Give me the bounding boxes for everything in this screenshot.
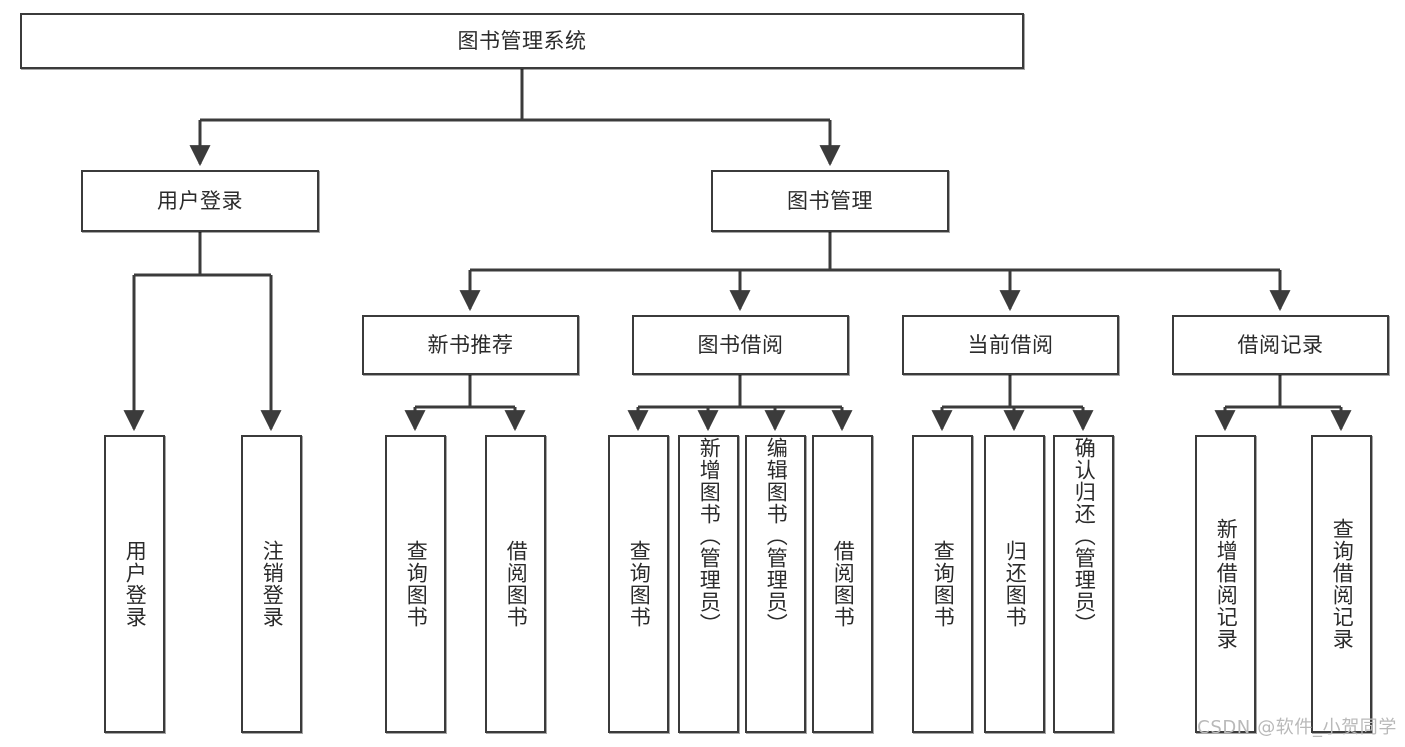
node-leaf-add-book[interactable]: 新增图书（管理员） — [678, 435, 739, 733]
node-leaf-query-record-label: 查询借阅记录 — [1330, 518, 1355, 650]
node-new-book-recommend-label: 新书推荐 — [427, 332, 514, 357]
node-leaf-return-book[interactable]: 归还图书 — [984, 435, 1045, 733]
node-leaf-query-book-3[interactable]: 查询图书 — [912, 435, 973, 733]
node-current-borrow[interactable]: 当前借阅 — [902, 315, 1119, 375]
node-borrow-records[interactable]: 借阅记录 — [1172, 315, 1389, 375]
node-leaf-confirm-return[interactable]: 确认归还（管理员） — [1053, 435, 1114, 733]
node-leaf-query-book-3-label: 查询图书 — [931, 540, 956, 628]
node-book-borrow[interactable]: 图书借阅 — [632, 315, 849, 375]
node-leaf-edit-book[interactable]: 编辑图书（管理员） — [745, 435, 806, 733]
node-current-borrow-label: 当前借阅 — [967, 332, 1054, 357]
node-leaf-add-record-label: 新增借阅记录 — [1214, 518, 1239, 650]
node-book-management[interactable]: 图书管理 — [711, 170, 949, 232]
node-user-login[interactable]: 用户登录 — [81, 170, 319, 232]
node-leaf-add-record[interactable]: 新增借阅记录 — [1195, 435, 1256, 733]
node-leaf-query-record[interactable]: 查询借阅记录 — [1311, 435, 1372, 733]
node-leaf-logout-label: 注销登录 — [260, 540, 285, 628]
node-leaf-borrow-book-2-label: 借阅图书 — [831, 540, 856, 628]
node-leaf-add-book-label: 新增图书（管理员） — [697, 437, 722, 635]
node-leaf-logout[interactable]: 注销登录 — [241, 435, 302, 733]
node-borrow-records-label: 借阅记录 — [1237, 332, 1324, 357]
node-book-management-label: 图书管理 — [787, 188, 873, 213]
node-leaf-user-login[interactable]: 用户登录 — [104, 435, 165, 733]
node-new-book-recommend[interactable]: 新书推荐 — [362, 315, 579, 375]
node-leaf-borrow-book-1-label: 借阅图书 — [504, 540, 529, 628]
node-leaf-query-book-2[interactable]: 查询图书 — [608, 435, 669, 733]
node-leaf-query-book-1[interactable]: 查询图书 — [385, 435, 446, 733]
node-leaf-confirm-return-label: 确认归还（管理员） — [1072, 437, 1097, 635]
node-leaf-edit-book-label: 编辑图书（管理员） — [764, 437, 789, 635]
node-leaf-return-book-label: 归还图书 — [1003, 540, 1028, 628]
node-leaf-query-book-1-label: 查询图书 — [404, 540, 429, 628]
node-leaf-query-book-2-label: 查询图书 — [627, 540, 652, 628]
csdn-watermark: CSDN @软件_小贺同学 — [1197, 717, 1397, 738]
node-user-login-label: 用户登录 — [157, 188, 243, 213]
node-root[interactable]: 图书管理系统 — [20, 13, 1024, 69]
node-leaf-borrow-book-1[interactable]: 借阅图书 — [485, 435, 546, 733]
node-leaf-user-login-label: 用户登录 — [123, 540, 148, 628]
node-root-label: 图书管理系统 — [457, 28, 587, 53]
node-book-borrow-label: 图书借阅 — [697, 332, 784, 357]
node-leaf-borrow-book-2[interactable]: 借阅图书 — [812, 435, 873, 733]
